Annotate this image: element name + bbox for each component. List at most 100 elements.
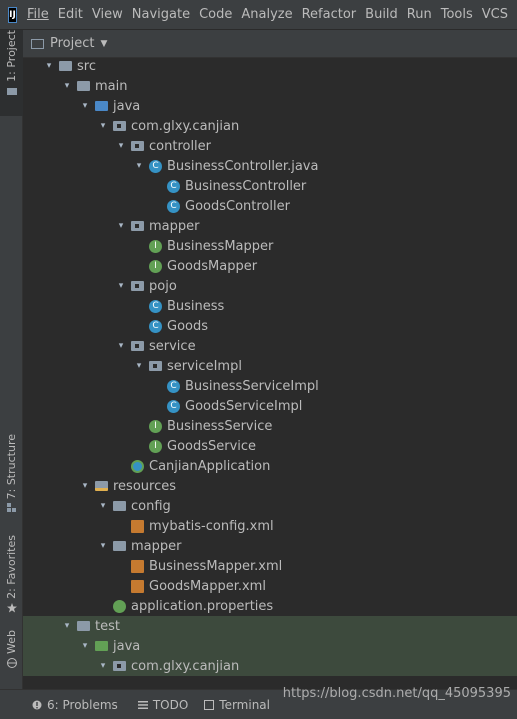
menu-view[interactable]: View [91,7,123,22]
menu-analyze[interactable]: Analyze [241,7,293,22]
folder-icon [77,81,90,91]
tree-node[interactable]: CanjianApplication [23,456,517,476]
chevron-down-icon[interactable]: ▼ [100,38,108,49]
tree-node[interactable]: ▾src [23,58,517,76]
tree-node[interactable]: ▾ config [23,496,517,516]
tree-node[interactable]: GoodsMapper.xml [23,576,517,596]
chevron-down-icon[interactable]: ▾ [118,141,124,151]
terminal-icon [204,699,215,710]
tab-project[interactable]: 1: Project [0,30,23,116]
chevron-down-icon[interactable]: ▾ [136,161,142,171]
menu-build[interactable]: Build [365,7,398,22]
tree-node[interactable]: BusinessMapper.xml [23,556,517,576]
problems-label: 6: Problems [47,697,118,712]
tree-node[interactable]: ▾mapper [23,216,517,236]
left-tool-strip: 1: Project 7: Structure 2: Favorites Web [0,30,23,689]
tree-node[interactable]: ▾ test [23,616,517,636]
tree-node[interactable]: mybatis-config.xml [23,516,517,536]
package-icon [131,221,144,231]
tree-node[interactable]: ▾ java [23,96,517,116]
status-bar: 6: Problems TODO Terminal [0,689,517,719]
todo-tab[interactable]: TODO [137,698,188,712]
globe-icon [6,657,17,668]
tree-node-label: GoodsController [185,198,290,214]
chevron-down-icon[interactable]: ▾ [100,501,106,511]
tree-node-label: BusinessController.java [167,158,319,174]
terminal-tab[interactable]: Terminal [204,698,270,712]
tree-node-label: GoodsMapper.xml [149,578,266,594]
tree-node[interactable]: ▾ pojo [23,276,517,296]
tree-node-label: java [113,98,141,114]
chevron-down-icon[interactable]: ▾ [118,221,124,231]
chevron-down-icon[interactable]: ▾ [118,281,124,291]
tab-structure[interactable]: 7: Structure [0,434,23,520]
tab-web[interactable]: Web [0,630,23,680]
menu-vcs[interactable]: VCS [481,7,508,22]
tree-node[interactable]: ▾resources [23,476,517,496]
tree-node[interactable]: ▾com.glxy.canjian [23,656,517,676]
menu-tools[interactable]: Tools [440,7,473,22]
tree-node[interactable]: ▾main [23,76,517,96]
interface-icon: I [149,259,162,273]
chevron-down-icon[interactable]: ▾ [100,541,106,551]
tree-node-label: pojo [149,278,177,294]
menu-navigate[interactable]: Navigate [131,7,191,22]
chevron-down-icon[interactable]: ▾ [82,481,88,491]
chevron-down-icon[interactable]: ▾ [46,61,52,71]
chevron-down-icon[interactable]: ▾ [82,641,88,651]
source-folder-icon [95,101,108,111]
tree-node-label: controller [149,138,212,154]
tree-node-label: BusinessServiceImpl [185,378,319,394]
menu-edit[interactable]: Edit [57,7,83,22]
project-folder-icon [31,38,44,49]
tree-node-label: mybatis-config.xml [149,518,274,534]
tree-node[interactable]: ▾ mapper [23,536,517,556]
tab-favorites[interactable]: 2: Favorites [0,535,23,621]
chevron-down-icon[interactable]: ▾ [64,621,70,631]
tree-node-label: BusinessMapper.xml [149,558,283,574]
package-icon [113,661,126,671]
panel-title[interactable]: Project [50,36,95,51]
chevron-down-icon[interactable]: ▾ [64,81,70,91]
warning-icon [32,700,42,709]
tree-node[interactable]: ▾service [23,336,517,356]
tree-node[interactable]: ▾ controller [23,136,517,156]
menu-refactor[interactable]: Refactor [301,7,357,22]
tree-node[interactable]: ▾com.glxy.canjian [23,116,517,136]
chevron-down-icon[interactable]: ▾ [82,101,88,111]
structure-icon [6,503,16,513]
tree-node-label: config [131,498,171,514]
class-icon: C [149,299,162,313]
chevron-down-icon[interactable]: ▾ [136,361,142,371]
tree-node[interactable]: application.properties [23,596,517,616]
folder-icon [113,501,126,511]
package-icon [131,341,144,351]
menu-file[interactable]: File [26,7,49,22]
tree-node-label: test [95,618,120,634]
tree-node[interactable]: ▾serviceImpl [23,356,517,376]
problems-tab[interactable]: 6: Problems [32,698,118,712]
class-icon: C [167,179,180,193]
tree-node[interactable]: ▾java [23,636,517,656]
tree-node[interactable]: ▾ C BusinessController.java [23,156,517,176]
chevron-down-icon[interactable]: ▾ [100,661,106,671]
class-icon: C [149,159,162,173]
xml-file-icon [131,519,144,533]
chevron-down-icon[interactable]: ▾ [100,121,106,131]
menu-code[interactable]: Code [199,7,233,22]
class-icon: C [149,319,162,333]
menu-run[interactable]: Run [406,7,432,22]
test-folder-icon [95,641,108,651]
chevron-down-icon[interactable]: ▾ [118,341,124,351]
tree-node-label: mapper [131,538,182,554]
